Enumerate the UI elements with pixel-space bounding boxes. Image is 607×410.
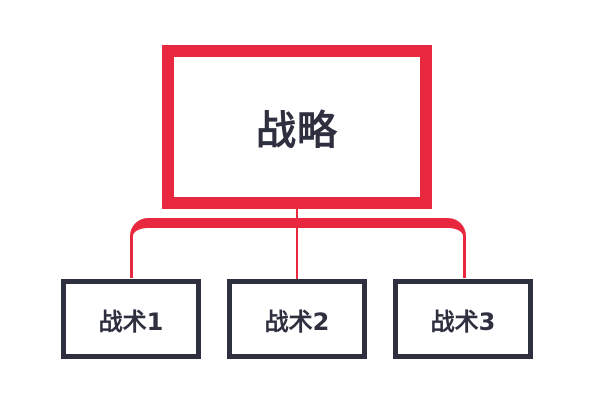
root-node-label: 战略 <box>256 108 338 154</box>
child-node-label: 战术2 <box>264 307 330 336</box>
root-node-strategy: 战略 <box>162 45 432 209</box>
child-node-tactic-2: 战术2 <box>227 279 367 359</box>
child-node-label: 战术1 <box>98 307 164 336</box>
connector-stem <box>296 208 298 280</box>
child-node-tactic-3: 战术3 <box>393 279 533 359</box>
child-node-tactic-1: 战术1 <box>61 279 201 359</box>
connector-bracket <box>130 218 466 278</box>
child-node-label: 战术3 <box>430 307 496 336</box>
